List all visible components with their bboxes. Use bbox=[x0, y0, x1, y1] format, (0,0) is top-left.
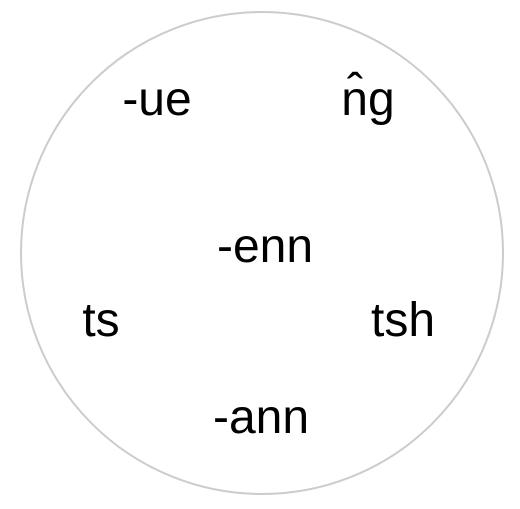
tile-tsh[interactable]: tsh bbox=[370, 294, 436, 347]
letter-wheel bbox=[20, 11, 504, 495]
tile-ng[interactable]: n̂g bbox=[341, 73, 395, 126]
tile-ts[interactable]: ts bbox=[82, 294, 120, 347]
tile-ue[interactable]: -ue bbox=[122, 73, 192, 126]
tile-enn[interactable]: -enn bbox=[216, 220, 314, 273]
tile-ann[interactable]: -ann bbox=[212, 391, 310, 444]
